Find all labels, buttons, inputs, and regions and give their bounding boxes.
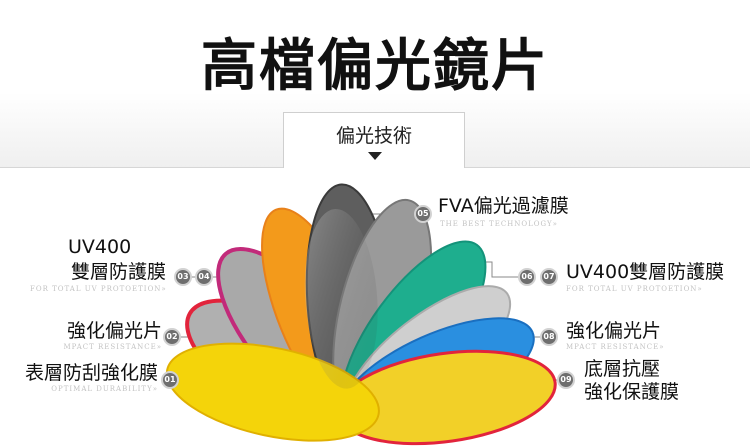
layer-label-uv400-right: UV400雙層防護膜 (566, 261, 725, 283)
lens-blades (165, 183, 557, 446)
layer-number-badge: 09 (557, 371, 575, 389)
layer-number-badge: 03 (174, 268, 192, 286)
page-title: 高檔偏光鏡片 (201, 34, 549, 99)
layer-sub-polarizer-left: MPACT RESISTANCE» (63, 343, 162, 351)
layer-label-bottom-line1: 底層抗壓 (584, 358, 661, 380)
layer-sub-uv400-left: FOR TOTAL UV PROTOETION» (30, 285, 167, 293)
layer-number-badge: 02 (163, 328, 181, 346)
layer-number-badge: 05 (414, 205, 432, 223)
tab-label: 偏光技術 (335, 125, 412, 147)
layer-sub-fva: THE BEST TECHNOLOGY» (440, 220, 558, 228)
layer-label-bottom-line2: 強化保護膜 (584, 381, 680, 403)
layer-label-fva: FVA偏光過濾膜 (438, 195, 569, 217)
layer-sub-polarizer-right: MPACT RESISTANCE» (566, 343, 665, 351)
layer-number-badge: 04 (195, 268, 213, 286)
layer-label-scratch-resistant: 表層防刮強化膜 (24, 362, 158, 384)
layer-sub-uv400-right: FOR TOTAL UV PROTOETION» (566, 285, 703, 293)
layer-number-badge: 01 (161, 371, 179, 389)
layer-label-polarizer-right: 強化偏光片 (566, 320, 662, 342)
layer-label-uv400-left-line1: UV400 (68, 236, 132, 258)
layer-label-uv400-left-line2: 雙層防護膜 (70, 261, 166, 283)
layer-sub-scratch-resistant: OPTIMAL DURABILITY» (51, 385, 158, 393)
caret-down-icon (368, 152, 382, 160)
layer-number-badge: 08 (540, 328, 558, 346)
layer-number-badge: 07 (540, 268, 558, 286)
tab-polarized-technology[interactable]: 偏光技術 (283, 112, 465, 168)
layer-number-badge: 06 (518, 268, 536, 286)
layer-label-polarizer-left: 強化偏光片 (66, 320, 162, 342)
